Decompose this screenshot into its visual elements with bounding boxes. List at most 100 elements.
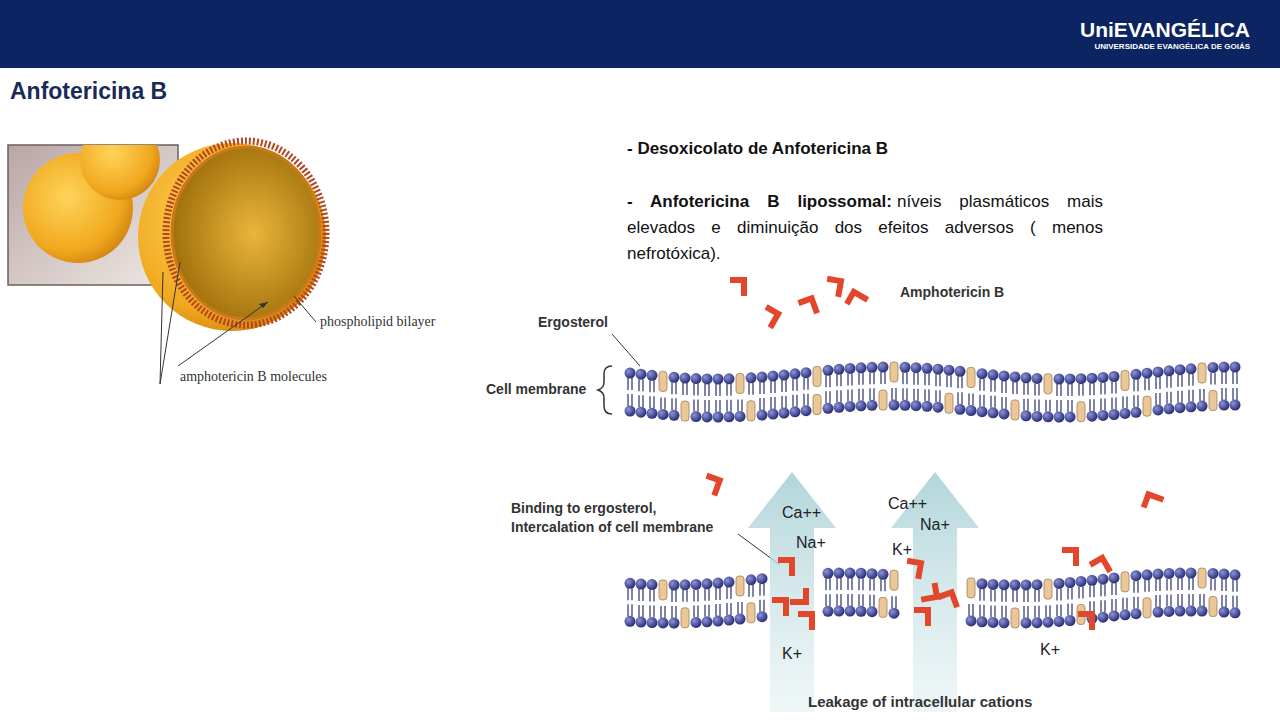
- lipid-head: [1186, 363, 1197, 374]
- lipid-head: [669, 372, 680, 383]
- lipid-head: [1219, 400, 1230, 411]
- lipid-tail: [1225, 595, 1226, 607]
- lipid-tail: [902, 388, 903, 400]
- lipid-tail: [1236, 580, 1237, 592]
- lipid-head: [1186, 606, 1197, 617]
- lipid-tail: [1188, 594, 1189, 606]
- lipid-head: [636, 579, 647, 590]
- lipid-head: [977, 406, 988, 417]
- lipid-tail: [851, 578, 852, 590]
- lipid-tail: [1001, 606, 1002, 618]
- lipid-head: [977, 368, 988, 379]
- lipid-head: [911, 400, 922, 411]
- lipid-head: [845, 568, 856, 579]
- lipid-tail: [803, 378, 804, 390]
- lipid-tail: [719, 400, 720, 412]
- lipid-tail: [631, 378, 632, 390]
- lipid-tail: [1027, 383, 1028, 395]
- lipid-tail: [1049, 400, 1050, 412]
- lipid-tail: [968, 604, 969, 616]
- lipid-tail: [704, 589, 705, 601]
- ergosterol: [1044, 579, 1052, 599]
- lipid-tail: [627, 394, 628, 406]
- leader-line: [294, 296, 316, 322]
- lipid-head: [1087, 373, 1098, 384]
- lipid-head: [911, 362, 922, 373]
- ergosterol: [1044, 374, 1052, 394]
- lipid-head: [867, 606, 878, 617]
- lipid-tail: [1111, 398, 1112, 410]
- lipid-tail: [1192, 374, 1193, 386]
- lipid-tail: [1137, 379, 1138, 391]
- lipid-tail: [649, 396, 650, 408]
- lipid-tail: [1005, 606, 1006, 618]
- lipid-tail: [759, 398, 760, 410]
- lipid-head: [702, 578, 713, 589]
- lipid-tail: [638, 395, 639, 407]
- lipid-head: [1164, 606, 1175, 617]
- lipid-head: [658, 617, 669, 628]
- lipid-head: [1065, 411, 1076, 422]
- logo-subtitle: UNIVERSIDADE EVANGÉLICA DE GOIÁS: [1094, 42, 1250, 52]
- lipid-tail: [983, 589, 984, 601]
- amphotericin-molecule: [701, 476, 720, 496]
- lipid-tail: [631, 588, 632, 600]
- lipid-tail: [1016, 590, 1017, 602]
- lipid-head: [1032, 411, 1043, 422]
- lipid-head: [1219, 607, 1230, 618]
- lipid-tail: [693, 384, 694, 396]
- lipid-head: [834, 402, 845, 413]
- lipid-tail: [983, 605, 984, 617]
- lipid-head: [1131, 608, 1142, 619]
- lipid-tail: [1100, 600, 1101, 612]
- lipid-head: [999, 579, 1010, 590]
- lipid-tail: [642, 395, 643, 407]
- lipid-head: [779, 408, 790, 419]
- lipid-tail: [686, 590, 687, 602]
- lipid-tail: [961, 376, 962, 388]
- lipid-tail: [884, 372, 885, 384]
- lipid-tail: [847, 594, 848, 606]
- lipid-head: [1153, 569, 1164, 580]
- lipid-head: [713, 373, 724, 384]
- lipid-tail: [884, 579, 885, 591]
- lipid-head: [1098, 372, 1109, 383]
- lipid-tail: [847, 578, 848, 590]
- lipid-head: [636, 617, 647, 628]
- lipid-head: [1010, 371, 1021, 382]
- lipid-head: [867, 568, 878, 579]
- lipid-head: [1186, 401, 1197, 412]
- lipid-tail: [730, 400, 731, 412]
- lipid-tail: [1005, 381, 1006, 393]
- lipid-tail: [924, 373, 925, 385]
- lipid-head: [1208, 362, 1219, 373]
- lipid-tail: [730, 384, 731, 396]
- lipid-tail: [1089, 399, 1090, 411]
- lipid-head: [823, 365, 834, 376]
- lipid-head: [801, 367, 812, 378]
- lipid-head: [779, 370, 790, 381]
- lipid-tail: [939, 374, 940, 386]
- amphotericin-molecule: [914, 610, 928, 626]
- lipid-tail: [627, 588, 628, 600]
- lipid-tail: [719, 604, 720, 616]
- lipid-tail: [847, 373, 848, 385]
- lipid-head: [647, 408, 658, 419]
- ion-label: K+: [782, 644, 802, 663]
- lipid-head: [889, 608, 900, 619]
- amphotericin-molecule: [847, 292, 868, 312]
- lipid-tail: [906, 372, 907, 384]
- lipid-tail: [1159, 393, 1160, 405]
- ergosterol: [890, 570, 898, 590]
- lipid-tail: [682, 590, 683, 602]
- lipid-head: [1065, 373, 1076, 384]
- leader-line: [178, 302, 268, 366]
- lipid-head: [1032, 617, 1043, 628]
- lipid-tail: [1060, 604, 1061, 616]
- lipid-head: [845, 401, 856, 412]
- lipid-tail: [671, 382, 672, 394]
- lipid-head: [966, 615, 977, 626]
- lipid-head: [845, 606, 856, 617]
- lipid-tail: [1177, 578, 1178, 590]
- lipid-tail: [1181, 391, 1182, 403]
